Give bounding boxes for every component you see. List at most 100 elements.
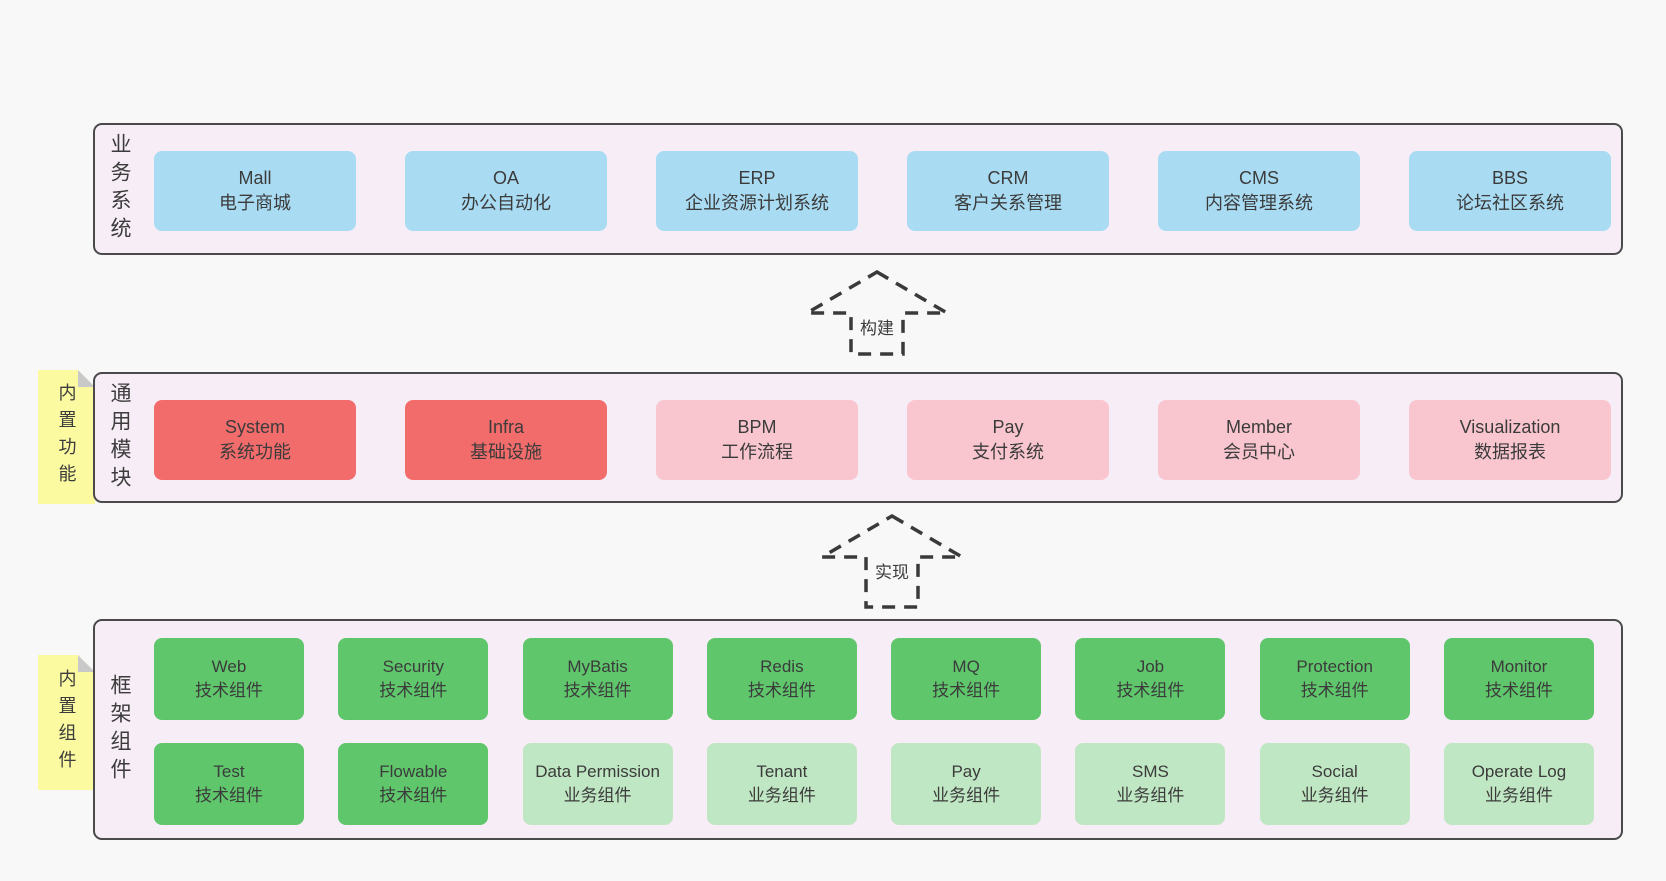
box-subtitle: 技术组件 xyxy=(195,681,263,700)
box-title: Visualization xyxy=(1459,417,1561,437)
box-title: Web xyxy=(211,657,247,676)
box-test: Test 技术组件 xyxy=(154,743,304,825)
box-system: System 系统功能 xyxy=(154,400,356,480)
box-subtitle: 技术组件 xyxy=(195,786,263,805)
sticky-fold-icon xyxy=(78,370,95,387)
box-title: BBS xyxy=(1491,168,1529,188)
section-label-framework-components: 框架组件 xyxy=(108,673,131,786)
arrow-implement: 实现 xyxy=(819,514,965,611)
box-social: Social 业务组件 xyxy=(1259,743,1410,825)
box-title: Pay xyxy=(951,762,981,781)
framework-components-row-1: Web 技术组件 Security 技术组件 MyBatis 技术组件 Redi… xyxy=(154,638,1594,720)
box-title: Data Permission xyxy=(535,762,660,781)
box-bbs: BBS 论坛社区系统 xyxy=(1409,151,1611,231)
box-redis: Redis 技术组件 xyxy=(706,638,857,720)
box-mall: Mall 电子商城 xyxy=(154,151,356,231)
box-data-permission: Data Permission 业务组件 xyxy=(522,743,673,825)
box-crm: CRM 客户关系管理 xyxy=(907,151,1109,231)
box-title: CRM xyxy=(987,168,1029,188)
box-subtitle: 业务组件 xyxy=(1300,786,1369,805)
box-subtitle: 技术组件 xyxy=(1484,681,1553,700)
box-visualization: Visualization 数据报表 xyxy=(1409,400,1611,480)
box-subtitle: 技术组件 xyxy=(1116,681,1185,700)
box-subtitle: 业务组件 xyxy=(1116,786,1185,805)
box-pay-business: Pay 业务组件 xyxy=(891,743,1042,825)
box-cms: CMS 内容管理系统 xyxy=(1158,151,1360,231)
box-infra: Infra 基础设施 xyxy=(405,400,607,480)
box-title: Monitor xyxy=(1490,657,1548,676)
box-subtitle: 业务组件 xyxy=(1484,786,1553,805)
box-title: SMS xyxy=(1131,762,1169,781)
box-flowable: Flowable 技术组件 xyxy=(338,743,489,825)
box-mybatis: MyBatis 技术组件 xyxy=(522,638,673,720)
box-title: Mall xyxy=(238,168,272,188)
box-subtitle: 系统功能 xyxy=(219,442,291,462)
box-subtitle: 业务组件 xyxy=(932,786,1001,805)
box-title: Tenant xyxy=(756,762,808,781)
box-pay: Pay 支付系统 xyxy=(907,400,1109,480)
box-erp: ERP 企业资源计划系统 xyxy=(656,151,858,231)
arrow-implement-label: 实现 xyxy=(872,558,912,583)
box-title: Flowable xyxy=(379,762,448,781)
box-web: Web 技术组件 xyxy=(154,638,304,720)
section-label-common-modules: 通用模块 xyxy=(108,381,131,494)
box-title: Security xyxy=(382,657,444,676)
box-subtitle: 业务组件 xyxy=(563,786,632,805)
box-bpm: BPM 工作流程 xyxy=(656,400,858,480)
box-subtitle: 基础设施 xyxy=(470,442,542,462)
box-title: Test xyxy=(213,762,245,781)
box-job: Job 技术组件 xyxy=(1075,638,1226,720)
box-subtitle: 内容管理系统 xyxy=(1205,193,1313,213)
box-title: System xyxy=(224,417,285,437)
box-title: BPM xyxy=(737,417,777,437)
box-subtitle: 办公自动化 xyxy=(461,193,551,213)
section-framework-components: 框架组件 Web 技术组件 Security 技术组件 MyBatis 技术组件… xyxy=(93,619,1623,840)
box-tenant: Tenant 业务组件 xyxy=(706,743,857,825)
box-subtitle: 技术组件 xyxy=(563,681,632,700)
box-subtitle: 支付系统 xyxy=(972,442,1044,462)
sticky-fold-icon xyxy=(78,655,95,672)
box-subtitle: 会员中心 xyxy=(1223,442,1295,462)
box-subtitle: 业务组件 xyxy=(747,786,816,805)
box-subtitle: 论坛社区系统 xyxy=(1456,193,1564,213)
box-security: Security 技术组件 xyxy=(338,638,489,720)
section-business-systems: 业务系统 Mall 电子商城 OA 办公自动化 ERP 企业资源计划系统 CRM… xyxy=(93,123,1623,255)
box-subtitle: 技术组件 xyxy=(379,681,448,700)
box-subtitle: 工作流程 xyxy=(721,442,793,462)
block-arrow-up-icon xyxy=(804,270,950,356)
section-common-modules: 通用模块 System 系统功能 Infra 基础设施 BPM 工作流程 Pay… xyxy=(93,372,1623,503)
box-title: Operate Log xyxy=(1471,762,1567,781)
box-title: Protection xyxy=(1296,657,1373,676)
box-subtitle: 电子商城 xyxy=(219,193,291,213)
sticky-note-builtin-components: 内置组件 xyxy=(38,655,95,790)
box-subtitle: 技术组件 xyxy=(1300,681,1369,700)
sticky-note-label: 内置组件 xyxy=(56,668,77,777)
box-title: Member xyxy=(1225,417,1292,437)
framework-components-row-2: Test 技术组件 Flowable 技术组件 Data Permission … xyxy=(154,743,1594,825)
box-title: Pay xyxy=(992,417,1024,437)
box-title: CMS xyxy=(1239,168,1279,188)
box-sms: SMS 业务组件 xyxy=(1075,743,1226,825)
box-subtitle: 客户关系管理 xyxy=(954,193,1062,213)
box-subtitle: 企业资源计划系统 xyxy=(685,193,829,213)
box-title: Social xyxy=(1311,762,1358,781)
box-monitor: Monitor 技术组件 xyxy=(1443,638,1594,720)
sticky-note-label: 内置功能 xyxy=(56,383,77,491)
box-subtitle: 技术组件 xyxy=(379,786,448,805)
box-oa: OA 办公自动化 xyxy=(405,151,607,231)
box-mq: MQ 技术组件 xyxy=(891,638,1042,720)
box-subtitle: 数据报表 xyxy=(1474,442,1546,462)
box-member: Member 会员中心 xyxy=(1158,400,1360,480)
box-title: MyBatis xyxy=(567,657,628,676)
block-arrow-up-icon xyxy=(819,514,965,609)
box-title: OA xyxy=(492,168,519,188)
box-title: ERP xyxy=(738,168,776,188)
box-operate-log: Operate Log 业务组件 xyxy=(1443,743,1594,825)
sticky-note-builtin-features: 内置功能 xyxy=(38,370,95,504)
box-title: Redis xyxy=(760,657,804,676)
box-subtitle: 技术组件 xyxy=(747,681,816,700)
section-label-business-systems: 业务系统 xyxy=(108,133,131,245)
business-systems-row: Mall 电子商城 OA 办公自动化 ERP 企业资源计划系统 CRM 客户关系… xyxy=(154,151,1611,231)
box-title: Infra xyxy=(487,417,525,437)
arrow-build-label: 构建 xyxy=(857,314,897,339)
